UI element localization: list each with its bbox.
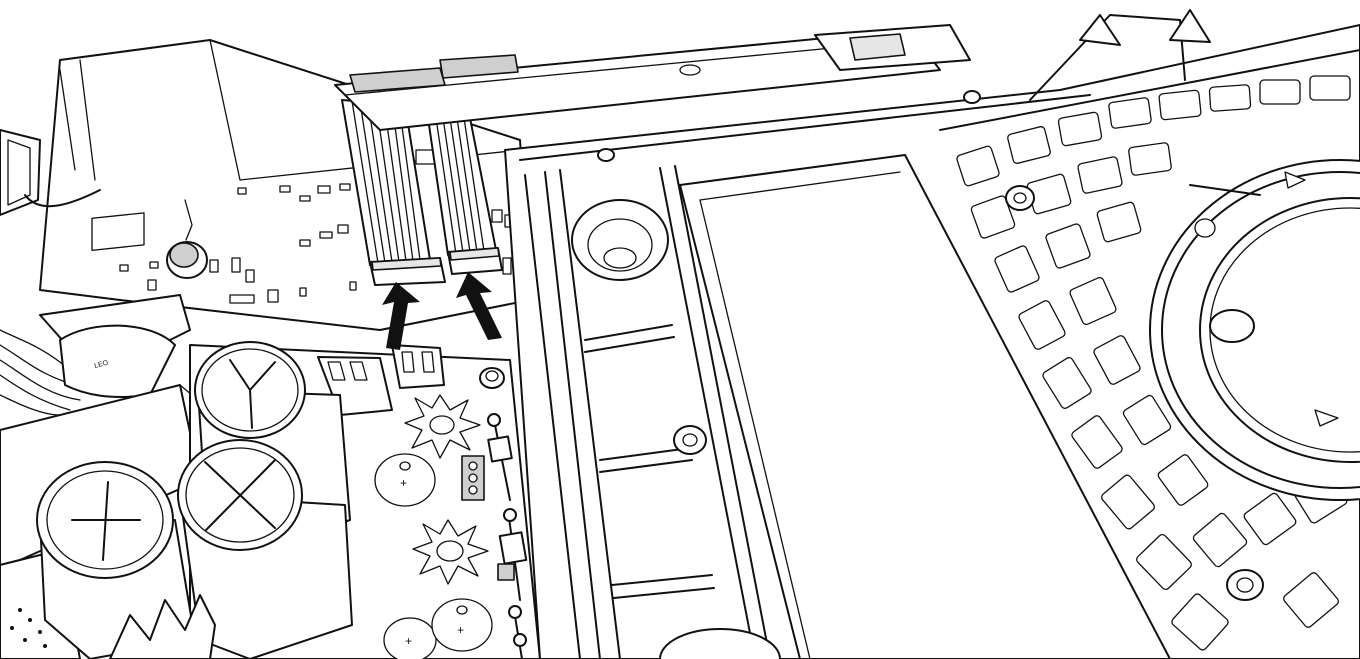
resistor [498,508,528,601]
capacitor-large [177,439,353,659]
ribbon-cable-connector-right[interactable] [447,247,503,275]
test-pads [461,455,515,581]
mounting-boss [673,425,707,455]
solder-dots [10,608,47,648]
mounting-boss [659,628,781,659]
mounting-boss [571,199,669,281]
plus-mark: + [457,623,464,637]
screw [597,90,981,162]
board-mark: LEO [94,359,110,370]
arrow-up-icon [382,282,420,350]
screw [479,367,505,389]
heatsink-fins [109,594,216,659]
starburst-pad [404,394,481,459]
plus-mark: + [405,634,412,648]
disc-hub [1149,159,1360,501]
arrow-up-icon [456,272,502,340]
resistor [487,413,513,501]
capacitor-footprint: + [374,453,436,507]
round-capacitor-small [166,241,208,279]
cable-bundle: LEO [0,129,191,416]
grid-boss [1005,185,1264,601]
triangle-icon [1284,171,1339,427]
ribbon-cable-right [427,117,497,256]
resistor [508,605,527,659]
capacitor-footprint: + [383,617,437,659]
grid-cells [956,75,1351,651]
ribbon-cable-connector-left[interactable] [369,257,446,286]
plus-mark: + [400,476,407,490]
capacitor-footprint: + [431,598,493,652]
disc-tray-grid [939,9,1360,651]
starburst-pad [412,519,489,585]
top-rail [334,24,971,131]
